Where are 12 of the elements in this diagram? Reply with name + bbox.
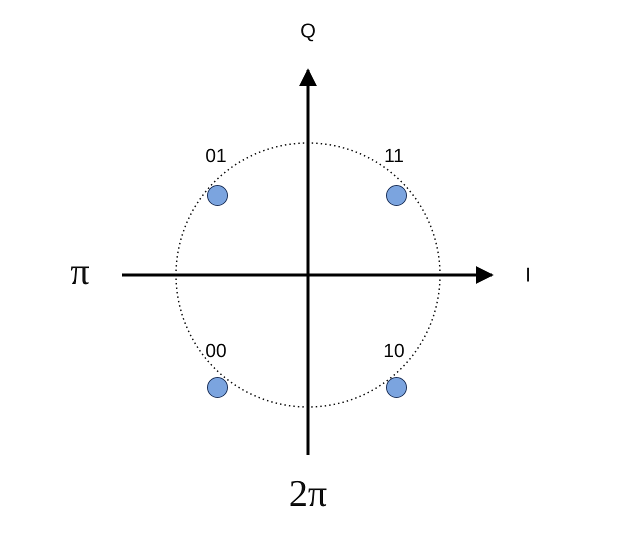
bit-label: 00 xyxy=(205,341,227,363)
bit-label: 10 xyxy=(383,341,405,363)
phase-label: π xyxy=(70,250,90,294)
constellation-point xyxy=(386,184,406,206)
phase-label: 2π xyxy=(288,472,328,516)
axis-label: I xyxy=(525,264,531,288)
constellation-point xyxy=(206,184,228,206)
constellation-point xyxy=(386,376,406,398)
constellation-point xyxy=(206,376,228,398)
axis-label: Q xyxy=(300,20,316,44)
bit-label: 11 xyxy=(384,146,404,168)
bit-label: 01 xyxy=(205,146,227,168)
